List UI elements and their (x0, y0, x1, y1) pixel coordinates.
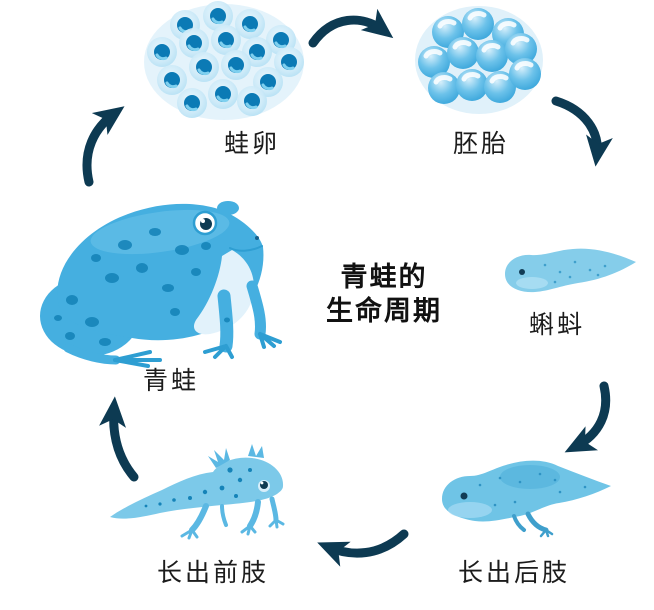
arrow-hindlegs-to-frontlegs (317, 529, 409, 567)
tadpole-illustration (505, 248, 636, 293)
stage-label-front-legs: 长出前肢 (156, 560, 270, 587)
arrow-tadpole-to-hindlegs (564, 381, 611, 453)
arrow-frontlegs-to-frog (99, 396, 139, 482)
arrow-eggs-to-embryo (308, 8, 394, 48)
diagram-title-line2: 生命周期 (326, 296, 442, 326)
adult-frog-illustration (40, 201, 282, 368)
stage-label-frog-eggs: 蛙卵 (223, 131, 281, 158)
stage-label-adult-frog: 青蛙 (142, 368, 200, 395)
hind-legs-illustration (442, 460, 611, 538)
embryo-illustration (415, 6, 543, 114)
arrow-frog-to-eggs (82, 106, 125, 187)
frog-eggs-illustration (144, 0, 306, 120)
stage-label-hind-legs: 长出后肢 (457, 560, 571, 587)
diagram-title-line1: 青蛙的 (340, 262, 428, 292)
diagram-title: 青蛙的 生命周期 (326, 260, 442, 328)
arrow-embryo-to-tadpole (551, 96, 613, 167)
stage-label-embryo: 胚胎 (452, 131, 510, 158)
front-legs-illustration (110, 444, 285, 540)
stage-label-tadpole: 蝌蚪 (528, 312, 586, 339)
